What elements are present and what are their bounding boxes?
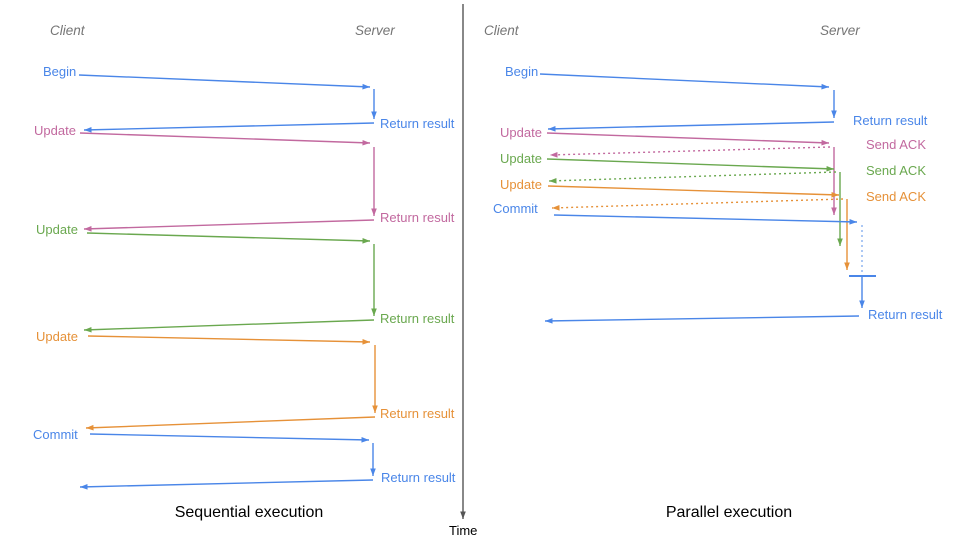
arrowhead <box>849 219 857 225</box>
lane-header-server-parallel: Server <box>820 23 860 38</box>
message-label: Return result <box>380 210 455 225</box>
arrowhead <box>837 238 843 246</box>
arrowhead <box>370 468 376 476</box>
arrowhead <box>552 204 560 211</box>
arrowhead <box>831 110 837 118</box>
message-label: Commit <box>493 201 538 216</box>
message-line-sequential <box>79 479 374 488</box>
arrowhead <box>371 111 377 119</box>
message-label: Return result <box>380 116 455 131</box>
arrowhead <box>372 405 378 413</box>
panel-title-parallel: Parallel execution <box>665 504 793 521</box>
message-label: Send ACK <box>866 189 926 204</box>
arrowhead <box>362 139 370 146</box>
arrowhead <box>821 83 829 90</box>
arrowhead <box>362 237 370 244</box>
arrowhead <box>84 225 92 232</box>
arrowhead <box>821 139 829 146</box>
message-label: Return result <box>868 307 943 322</box>
lane-header-client-sequential: Client <box>50 23 85 38</box>
panel-title-sequential: Sequential execution <box>174 504 324 521</box>
message-label: Update <box>36 222 78 237</box>
message-label: Update <box>500 177 542 192</box>
message-label: Begin <box>43 64 77 79</box>
arrowhead <box>826 165 834 172</box>
arrowhead <box>831 207 837 215</box>
message-line-parallel <box>544 315 860 322</box>
arrowhead <box>844 262 850 270</box>
message-line-sequential <box>89 433 370 441</box>
message-label: Return result <box>380 311 455 326</box>
message-label: Commit <box>33 427 78 442</box>
arrowhead <box>362 339 370 345</box>
message-label: Update <box>500 125 542 140</box>
message-line-sequential <box>83 219 375 230</box>
lane-header-client-parallel: Client <box>484 23 519 38</box>
message-label: Send ACK <box>866 137 926 152</box>
arrowhead <box>84 127 92 133</box>
arrowhead <box>460 511 466 519</box>
arrowhead <box>86 424 94 431</box>
arrowhead <box>545 318 553 324</box>
message-line-sequential <box>83 319 375 331</box>
message-line-parallel <box>546 132 830 144</box>
message-label: Return result <box>381 470 456 485</box>
message-line-parallel <box>548 171 837 182</box>
message-line-parallel <box>546 158 835 170</box>
arrowhead <box>859 300 865 308</box>
lane-header-server-sequential: Server <box>355 23 395 38</box>
message-line-parallel <box>549 146 831 156</box>
message-line-parallel <box>539 73 830 88</box>
message-line-sequential <box>78 74 371 88</box>
message-line-sequential <box>86 232 371 242</box>
time-axis-label: Time <box>449 523 478 538</box>
message-line-sequential <box>87 335 371 343</box>
arrowhead <box>361 437 369 443</box>
arrowhead <box>549 177 557 184</box>
arrowhead <box>362 83 370 90</box>
arrowhead <box>371 308 377 316</box>
arrowhead <box>548 126 556 132</box>
message-label: Send ACK <box>866 163 926 178</box>
message-label: Update <box>500 151 542 166</box>
message-line-parallel <box>553 214 858 223</box>
message-label: Update <box>36 329 78 344</box>
message-line-parallel <box>547 121 835 130</box>
arrowhead <box>371 208 377 216</box>
message-label: Return result <box>853 113 928 128</box>
message-line-sequential <box>83 122 375 131</box>
arrowhead <box>84 326 92 333</box>
arrowhead <box>831 191 839 198</box>
message-label: Update <box>34 123 76 138</box>
message-label: Return result <box>380 406 455 421</box>
message-line-sequential <box>85 416 376 429</box>
message-line-parallel <box>547 185 840 196</box>
arrowhead <box>80 484 88 490</box>
message-label: Begin <box>505 64 539 79</box>
arrowhead <box>550 151 558 158</box>
message-line-parallel <box>551 198 844 209</box>
message-line-sequential <box>79 132 371 144</box>
